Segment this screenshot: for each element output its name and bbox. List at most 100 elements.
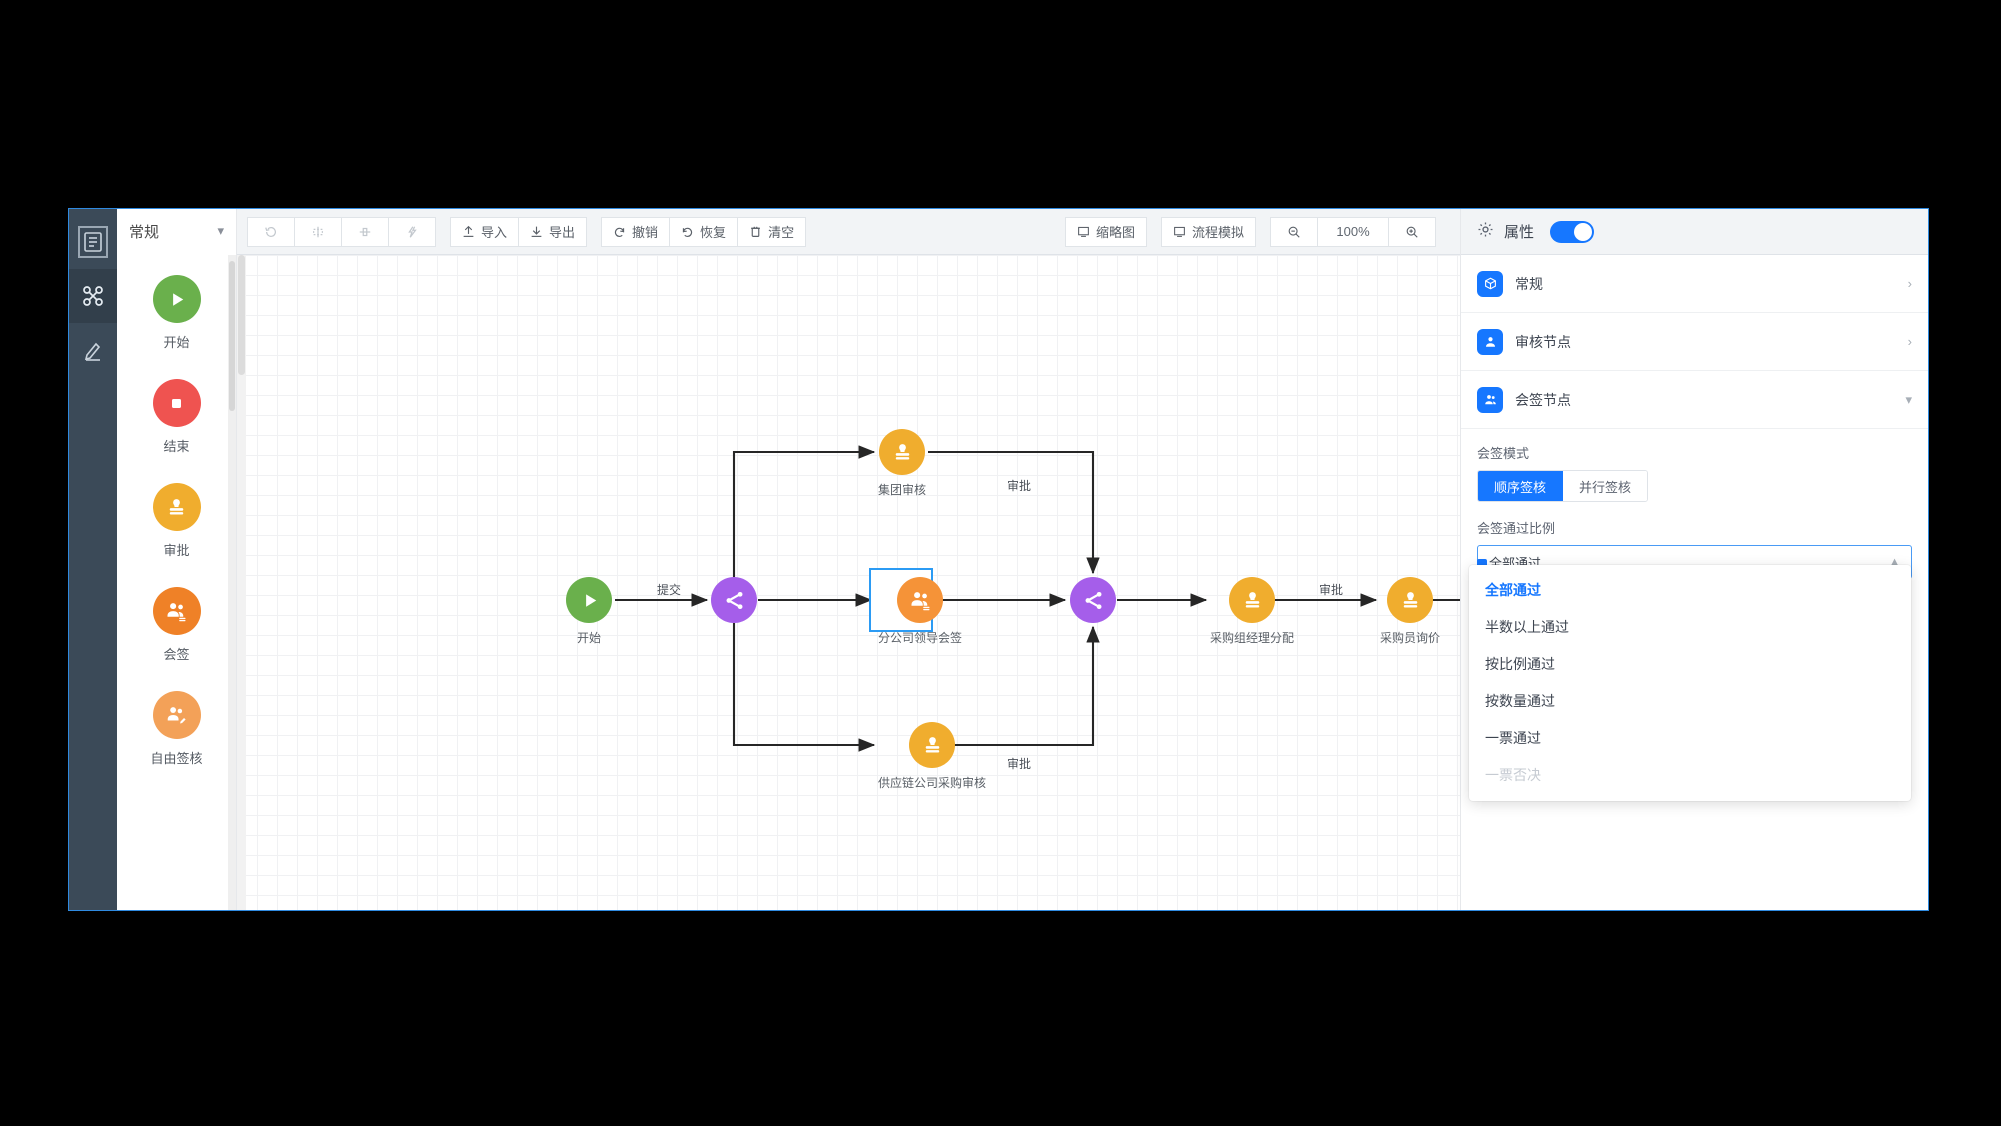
countersign-mode-segmented[interactable]: 顺序签核并行签核 (1477, 470, 1649, 502)
zoom-in-button[interactable] (1388, 216, 1436, 247)
chevron-down-icon: ▾ (217, 223, 224, 238)
thumbnail-button[interactable]: 缩略图 (1064, 216, 1147, 247)
thumbnail-label: 缩略图 (1095, 225, 1135, 240)
toolbar-view-group: 缩略图 (1064, 216, 1147, 247)
import-label: 导入 (481, 225, 508, 240)
canvas-toolbar: 导入 导出 撤销 (237, 209, 1460, 255)
chevron-right-icon: › (1907, 334, 1912, 349)
undo-label: 撤销 (632, 225, 659, 240)
share-icon (711, 577, 757, 623)
ratio-option-2[interactable]: 按比例通过 (1485, 655, 1555, 672)
property-section-label: 常规 (1515, 275, 1543, 292)
zoom-out-button[interactable] (1270, 216, 1318, 247)
undo-button[interactable]: 撤销 (601, 216, 671, 247)
property-section-2[interactable]: 会签节点▾ (1461, 371, 1928, 429)
flow-node-label: 采购组经理分配 (1210, 631, 1295, 645)
ratio-option-1[interactable]: 半数以上通过 (1485, 618, 1569, 635)
ratio-dropdown-menu[interactable]: 全部通过半数以上通过按比例通过按数量通过一票通过一票否决 (1469, 565, 1911, 801)
palette-item-4[interactable]: 自由签核 (117, 691, 236, 767)
workflow-designer-window: 常规 ▾ 开始结束审批会签自由签核 (68, 208, 1929, 911)
distribute-icon[interactable] (341, 216, 389, 247)
toolbar-edit-group: 撤销 恢复 清空 (601, 216, 807, 247)
palette-item-label: 审批 (163, 543, 190, 558)
palette-group-label: 常规 (129, 223, 160, 241)
toolbar-io-group: 导入 导出 (450, 216, 588, 247)
simulate-button[interactable]: 流程模拟 (1160, 216, 1256, 247)
palette-item-label: 结束 (163, 439, 190, 454)
palette-item-label: 开始 (163, 335, 190, 350)
property-section-0[interactable]: 常规 › (1461, 255, 1928, 313)
form-icon[interactable] (69, 215, 117, 269)
flow-node-gw1[interactable] (711, 577, 757, 623)
left-icon-rail (69, 209, 117, 910)
cube-icon (1477, 270, 1503, 297)
export-button[interactable]: 导出 (518, 216, 588, 247)
flow-node-supply[interactable]: 供应链公司采购审核 (878, 722, 986, 791)
group-free-icon (152, 691, 201, 739)
properties-title: 属性 (1504, 224, 1535, 241)
palette-scrollbar[interactable] (228, 255, 236, 910)
edge-label-0: 提交 (657, 583, 682, 597)
toolbar-simulate-group: 流程模拟 (1160, 216, 1256, 247)
align-icon[interactable] (294, 216, 342, 247)
property-section-label: 审核节点 (1515, 333, 1571, 350)
flow-node-gw2[interactable] (1070, 577, 1116, 623)
flow-node-label: 采购员询价 (1380, 631, 1441, 645)
gear-icon (1477, 221, 1494, 243)
stamp-icon (152, 483, 201, 531)
zoom-level[interactable]: 100% (1317, 216, 1389, 247)
edge-label-3: 审批 (1319, 583, 1344, 597)
property-section-label: 会签节点 (1515, 391, 1571, 408)
toolbar-zoom-group: 100% (1270, 216, 1436, 247)
palette-item-1[interactable]: 结束 (117, 379, 236, 455)
ratio-option-4[interactable]: 一票通过 (1485, 729, 1541, 746)
group-icon (897, 577, 943, 623)
palette-item-2[interactable]: 审批 (117, 483, 236, 559)
user-check-icon (1477, 328, 1503, 355)
redo-label: 恢复 (700, 225, 727, 240)
properties-toggle[interactable] (1550, 220, 1595, 243)
palette-item-3[interactable]: 会签 (117, 587, 236, 663)
redo-button[interactable]: 恢复 (669, 216, 739, 247)
chevron-up-icon: ▲ (1889, 556, 1900, 568)
mode-option-1[interactable]: 并行签核 (1563, 471, 1648, 501)
flow-node-group[interactable]: 集团审核 (878, 429, 926, 498)
palette-items: 开始结束审批会签自由签核 (117, 253, 236, 910)
edge-label-2: 审批 (1007, 757, 1032, 771)
mode-option-0[interactable]: 顺序签核 (1478, 471, 1564, 501)
chevron-right-icon: › (1907, 276, 1912, 291)
flow-node-start[interactable]: 开始 (566, 577, 612, 646)
pen-icon[interactable] (69, 323, 117, 377)
toolbar-icon-group (247, 216, 436, 247)
stamp-icon (1387, 577, 1433, 623)
canvas-vertical-scrollbar[interactable] (237, 255, 246, 910)
stamp-icon (879, 429, 925, 475)
node-palette: 常规 ▾ 开始结束审批会签自由签核 (117, 209, 237, 910)
palette-item-0[interactable]: 开始 (117, 275, 236, 351)
clear-button[interactable]: 清空 (737, 216, 807, 247)
import-button[interactable]: 导入 (450, 216, 520, 247)
flow-node-label: 供应链公司采购审核 (878, 776, 987, 790)
properties-panel: 属性 常规›审核节点›会签节点▾ 会签模式 顺序签核并行签核 会签通过比例 全部… (1460, 209, 1928, 910)
ratio-option-3[interactable]: 按数量通过 (1485, 692, 1555, 709)
flow-canvas[interactable]: 开始集团审核分公司领导会签供应链公司采购审核采购组经理分配采购员询价部门费用经理… (237, 255, 1460, 910)
property-section-1[interactable]: 审核节点 › (1461, 313, 1928, 371)
stamp-icon (1229, 577, 1275, 623)
undo-history-icon[interactable] (247, 216, 295, 247)
play-icon (152, 275, 201, 323)
ratio-option-5[interactable]: 一票否决 (1485, 766, 1541, 783)
flow-icon[interactable] (69, 269, 117, 323)
palette-item-label: 会签 (163, 647, 190, 662)
palette-group-header[interactable]: 常规 ▾ (117, 209, 236, 253)
properties-header: 属性 (1461, 209, 1928, 255)
flow-node-buyer[interactable]: 采购员询价 (1380, 577, 1440, 646)
edge-label-1: 审批 (1007, 479, 1032, 493)
lightning-icon[interactable] (388, 216, 436, 247)
flow-node-branch[interactable]: 分公司领导会签 (869, 568, 963, 646)
clear-label: 清空 (768, 225, 795, 240)
ratio-option-0[interactable]: 全部通过 (1485, 581, 1541, 598)
editor-center: 导入 导出 撤销 (237, 209, 1460, 910)
mode-field-label: 会签模式 (1477, 446, 1530, 461)
flow-node-label: 分公司领导会签 (878, 631, 963, 645)
flow-node-pgm[interactable]: 采购组经理分配 (1210, 577, 1294, 646)
